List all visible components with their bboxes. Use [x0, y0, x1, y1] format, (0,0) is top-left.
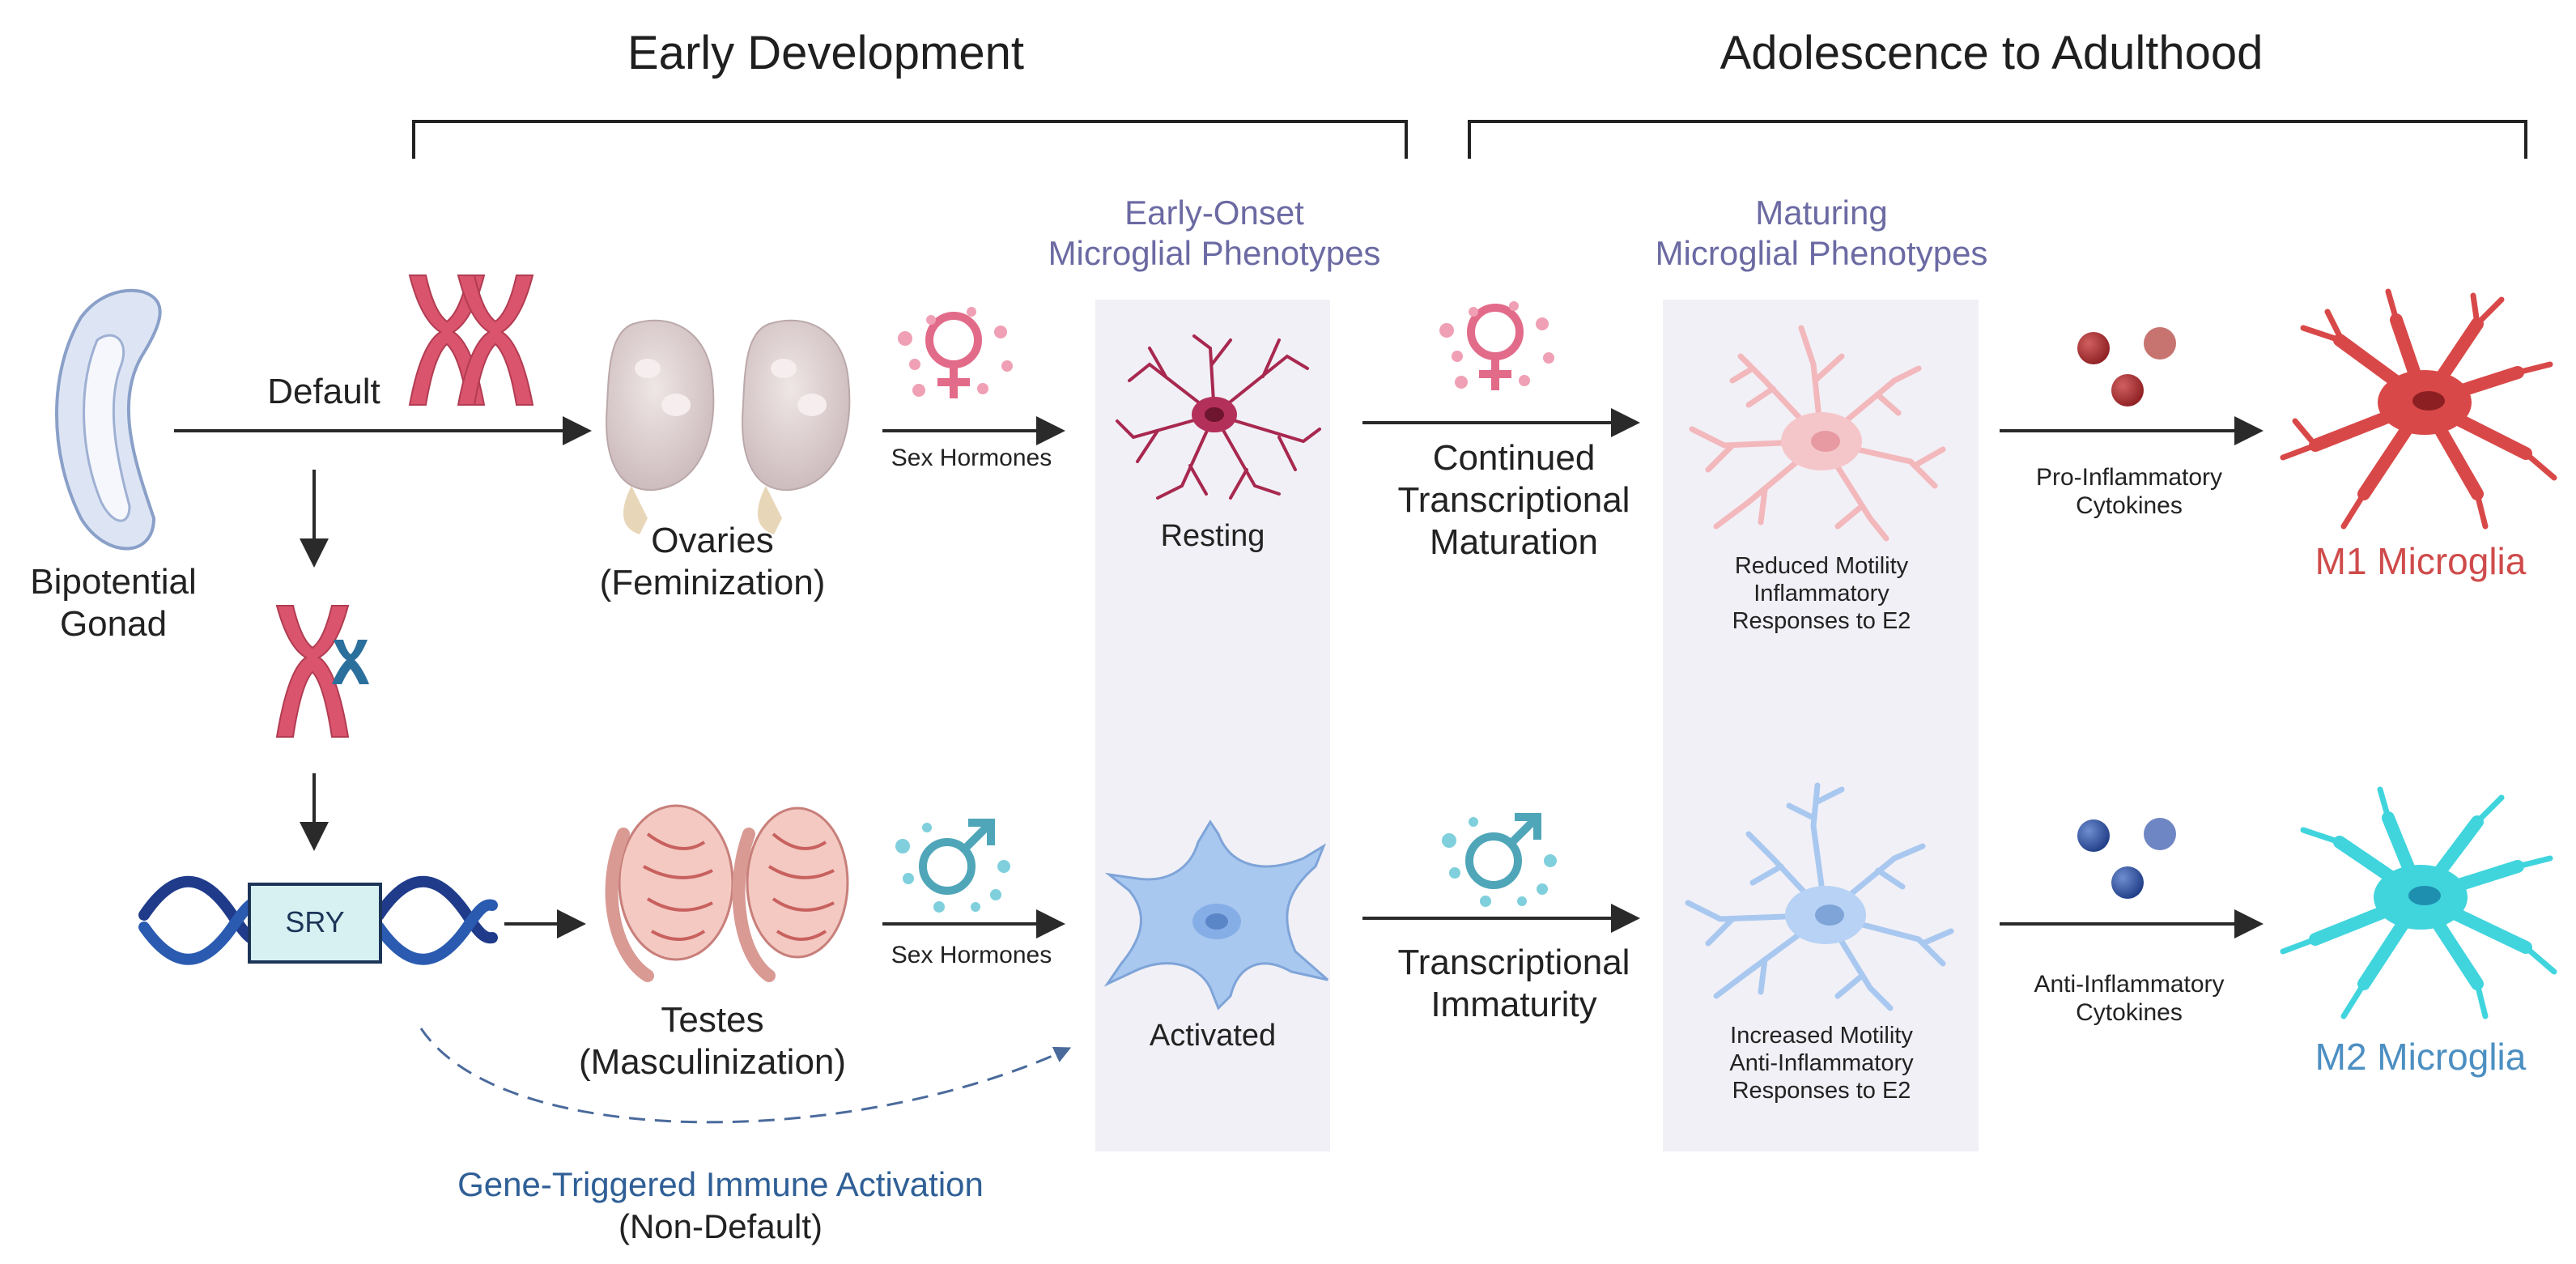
adulthood-bracket — [1468, 120, 2527, 159]
resting-microglia-icon — [1116, 334, 1321, 500]
bipotential-gonad-icon — [55, 288, 162, 551]
early-onset-panel — [1095, 300, 1330, 1151]
xy-chromosome-icon — [275, 605, 369, 738]
mars-symbol-icon-maturing — [1465, 813, 1541, 889]
pro-inflammatory-cytokine-dots-icon — [2077, 327, 2176, 406]
testes-label: Testes(Masculinization) — [578, 1000, 847, 1082]
m1-microglia-label: M1 Microglia — [2315, 540, 2527, 582]
hormone-dots-male-maturing — [1442, 817, 1557, 907]
gene-triggered-dashed-arrow — [419, 1028, 1072, 1124]
mars-symbol-icon-early — [919, 819, 995, 895]
venus-symbol-icon-maturing — [1467, 304, 1524, 390]
early-development-bracket — [412, 120, 1408, 159]
activated-label: Activated — [1149, 1019, 1277, 1053]
gene-triggered-title: Gene-Triggered Immune Activation — [457, 1165, 984, 1203]
female-sex-hormones-label: Sex Hormones — [891, 445, 1052, 471]
male-sex-hormones-label: Sex Hormones — [891, 942, 1052, 968]
ovary-icon — [606, 319, 851, 534]
resting-label: Resting — [1160, 519, 1265, 553]
default-label: Default — [267, 372, 380, 411]
hormone-dots-female-early — [898, 307, 1013, 397]
gene-triggered-subtitle: (Non-Default) — [618, 1207, 823, 1245]
venus-symbol-icon-early — [925, 312, 982, 398]
early-development-heading: Early Development — [627, 27, 1024, 79]
adulthood-heading: Adolescence to Adulthood — [1719, 27, 2264, 79]
xx-chromosome-icon — [408, 275, 534, 406]
hormone-dots-female-maturing — [1439, 301, 1554, 389]
sry-gene-box — [248, 883, 382, 964]
activated-microglia-icon — [1103, 819, 1328, 1011]
sry-label: SRY — [285, 905, 345, 938]
ovaries-label: Ovaries(Feminization) — [599, 521, 826, 602]
hormone-dots-male-early — [895, 823, 1010, 913]
anti-inflammatory-cytokine-dots-icon — [2077, 818, 2176, 899]
m2-microglia-label: M2 Microglia — [2315, 1036, 2527, 1078]
testis-icon — [605, 804, 849, 982]
